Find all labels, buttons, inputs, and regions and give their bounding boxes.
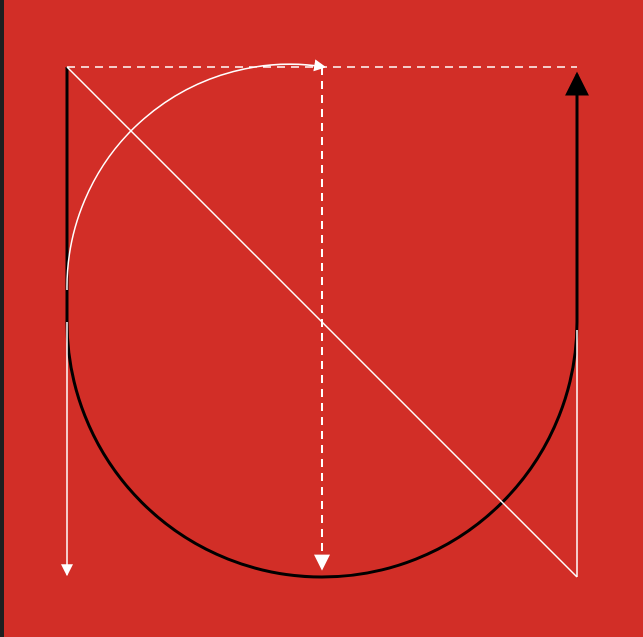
diagram-background [4,0,643,637]
black-u-path [65,67,589,579]
white-quarter-arc [66,59,327,291]
